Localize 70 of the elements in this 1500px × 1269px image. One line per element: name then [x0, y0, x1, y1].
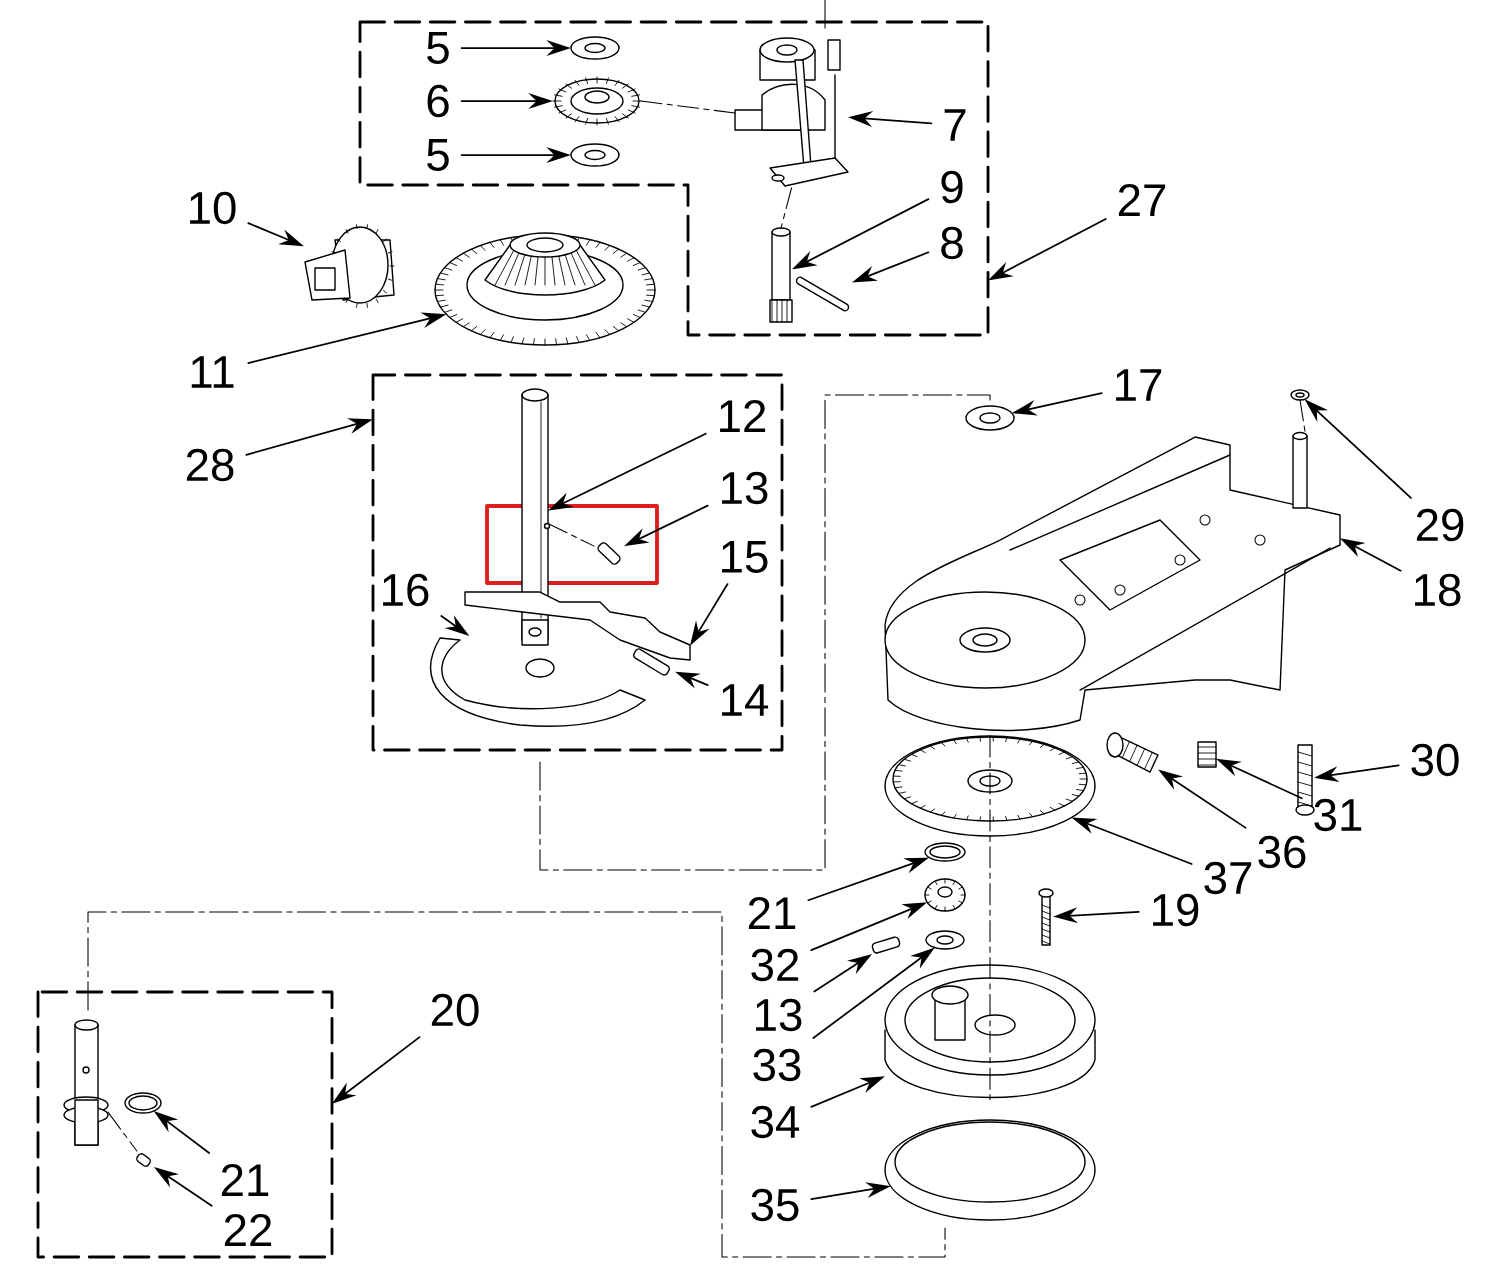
gasket — [430, 637, 646, 727]
callout-number: 17 — [1116, 369, 1162, 401]
pin — [136, 1153, 151, 1167]
assembly-outline — [36, 990, 334, 1259]
washer — [570, 143, 620, 167]
screw — [1295, 744, 1315, 816]
callout-number: 36 — [1258, 835, 1306, 869]
washer — [1290, 389, 1310, 401]
callout-number: 34 — [751, 1105, 800, 1139]
callout-number: 5 — [427, 139, 449, 171]
shaft — [63, 1019, 109, 1146]
gear — [552, 76, 642, 126]
callout-number: 27 — [1118, 184, 1166, 216]
washer — [965, 405, 1015, 431]
callout-number: 28 — [186, 448, 234, 482]
callout-number: 37 — [1204, 861, 1252, 895]
set-screw — [1197, 741, 1217, 768]
bevel-gear — [434, 232, 656, 346]
washer — [570, 36, 620, 60]
centerline — [107, 1111, 138, 1152]
callout-number: 12 — [720, 400, 766, 432]
assembly-outline — [358, 20, 990, 337]
ring-gear — [884, 735, 1096, 837]
housing-drawing — [884, 431, 1341, 732]
bracket-drawing — [734, 37, 849, 187]
screw — [1038, 888, 1054, 946]
pin — [597, 542, 621, 565]
retaining-ring — [924, 842, 966, 862]
callout-number: 10 — [190, 191, 236, 225]
callout-number: 30 — [1411, 743, 1459, 777]
callout-number: 18 — [1415, 573, 1461, 607]
callout-number: 32 — [751, 948, 799, 982]
screw — [1106, 732, 1159, 773]
centerline — [1299, 399, 1306, 433]
retaining-ring — [124, 1092, 162, 1114]
centerline — [989, 735, 991, 1101]
callout-number: 33 — [753, 1048, 801, 1082]
callout-number: 14 — [722, 684, 769, 716]
coupling-drawing — [304, 224, 395, 308]
centerline — [547, 522, 595, 547]
callout-number: 31 — [1314, 798, 1362, 832]
assembly-outline — [371, 373, 784, 752]
pinion-shaft — [769, 227, 793, 323]
callout-number: 11 — [191, 356, 234, 388]
ring — [884, 1119, 1096, 1221]
callout-number: 21 — [221, 1164, 269, 1196]
pin — [871, 936, 901, 954]
centerline — [640, 100, 736, 114]
callout-number: 15 — [722, 541, 768, 573]
callout-number: 29 — [1416, 508, 1464, 542]
callout-number: 9 — [941, 170, 963, 204]
callout-number: 20 — [431, 993, 479, 1027]
base-drawing — [884, 964, 1096, 1099]
callout-number: 13 — [722, 471, 768, 505]
callout-number: 22 — [224, 1214, 272, 1246]
callout-number: 8 — [941, 226, 963, 260]
callout-number: 21 — [748, 897, 796, 929]
callout-number: 16 — [383, 573, 429, 607]
callout-number: 5 — [427, 32, 449, 64]
pin — [795, 276, 850, 312]
centerline — [780, 187, 793, 229]
callout-number: 13 — [756, 998, 802, 1032]
callout-number: 19 — [1153, 893, 1199, 927]
washer — [925, 930, 965, 950]
pin — [633, 648, 670, 676]
callout-number: 35 — [751, 1188, 799, 1222]
callout-number: 7 — [944, 109, 966, 141]
callout-number: 6 — [427, 84, 449, 118]
shaft — [521, 388, 551, 646]
gear — [924, 878, 966, 912]
